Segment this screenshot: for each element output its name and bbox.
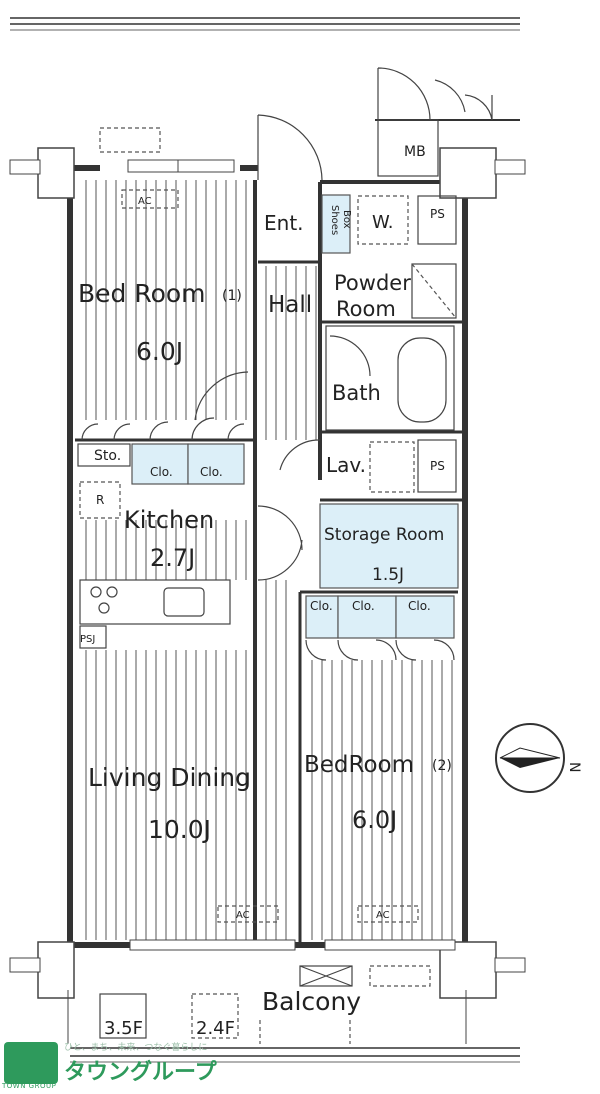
top-rail: [10, 17, 520, 31]
logo-mark-icon: [4, 1042, 58, 1084]
compass-icon: [495, 723, 565, 793]
ac-label-bed2: AC: [376, 910, 390, 921]
bedroom2-label: BedRoom: [304, 752, 414, 778]
hall-label: Hall: [268, 292, 312, 318]
balcony-left-label: 3.5F: [104, 1018, 143, 1039]
clo-label-2: Clo.: [352, 599, 375, 613]
floor-boards: [85, 180, 453, 940]
compass-label: N: [566, 762, 582, 772]
bottom-rail: [70, 1047, 520, 1063]
bedroom1-num: (1): [222, 288, 242, 304]
ps-box-mid: [417, 439, 457, 493]
r-label: R: [96, 493, 104, 507]
bedroom1-label: Bed Room: [78, 279, 206, 308]
clo-label-5: Clo.: [200, 465, 223, 479]
logo: TOWN GROUP ひと、まち、未来、つなぐ暮らしに タウングループ: [0, 1040, 250, 1094]
bath-label: Bath: [332, 381, 381, 405]
living-dining-size: 10.0J: [148, 815, 211, 844]
storage-doors: [257, 505, 303, 581]
bedroom1-closets: [77, 371, 249, 485]
clo-label-3: Clo.: [408, 599, 431, 613]
balcony-label: Balcony: [262, 987, 361, 1016]
logo-mark-text: TOWN GROUP: [2, 1082, 57, 1090]
w-dash: [357, 195, 409, 245]
ac-unit-bed1: [121, 189, 179, 209]
lav-sink: [369, 441, 415, 493]
windows: [99, 127, 456, 951]
entrance-label: Ent.: [264, 211, 304, 235]
kitchen-size: 2.7J: [150, 544, 195, 572]
mb-label: MB: [404, 144, 426, 160]
ac-unit-living: [217, 905, 279, 923]
shoes-box: [321, 194, 351, 254]
ac-label-bed1: AC: [138, 196, 152, 207]
shoes-text: Shoes: [329, 205, 340, 235]
psj-label: PSJ: [80, 634, 95, 645]
kitchen-fixtures: [79, 481, 231, 649]
box-text: Box: [341, 210, 352, 229]
bedroom2-size: 6.0J: [352, 806, 397, 834]
powder-label-1: Powder: [334, 271, 411, 295]
entrance-door[interactable]: [257, 114, 323, 181]
powder-label-2: Room: [336, 297, 396, 321]
sto-label: Sto.: [94, 448, 121, 464]
ps-top-label: PS: [430, 207, 445, 221]
powder-dash: [411, 263, 457, 319]
balcony-right-label: 2.4F: [196, 1018, 235, 1039]
storage-room-size: 1.5J: [372, 565, 404, 585]
balcony-fixtures: [67, 965, 467, 1044]
storage-room-fill: [319, 503, 459, 589]
bedroom2-num: (2): [432, 758, 452, 774]
clo-label-4: Clo.: [150, 465, 173, 479]
ps-box-top: [417, 195, 457, 245]
clo-label-1: Clo.: [310, 599, 333, 613]
shoes-box-label: Shoes: [329, 205, 340, 235]
kitchen-label: Kitchen: [124, 506, 214, 534]
ac-unit-bed2: [357, 905, 419, 923]
bath-door: [329, 335, 371, 377]
lav-label: Lav.: [326, 453, 366, 477]
ps-mid-label: PS: [430, 459, 445, 473]
ac-label-living: AC: [236, 910, 250, 921]
mb-area: [377, 67, 493, 177]
columns: [9, 147, 526, 999]
lav-door: [279, 439, 321, 471]
w-label: W.: [372, 212, 393, 233]
bedroom2-closets: [305, 595, 455, 661]
logo-tagline: ひと、まち、未来、つなぐ暮らしに: [64, 1043, 208, 1053]
bathtub: [397, 337, 447, 423]
storage-room-label: Storage Room: [324, 525, 444, 545]
box-label: Box: [341, 210, 352, 229]
powder-fixture: [411, 263, 457, 319]
logo-name: タウングループ: [64, 1060, 217, 1085]
bath-room-box: [325, 325, 455, 431]
living-dining-label: Living Dining: [88, 763, 251, 792]
bedroom1-size: 6.0J: [136, 337, 183, 366]
